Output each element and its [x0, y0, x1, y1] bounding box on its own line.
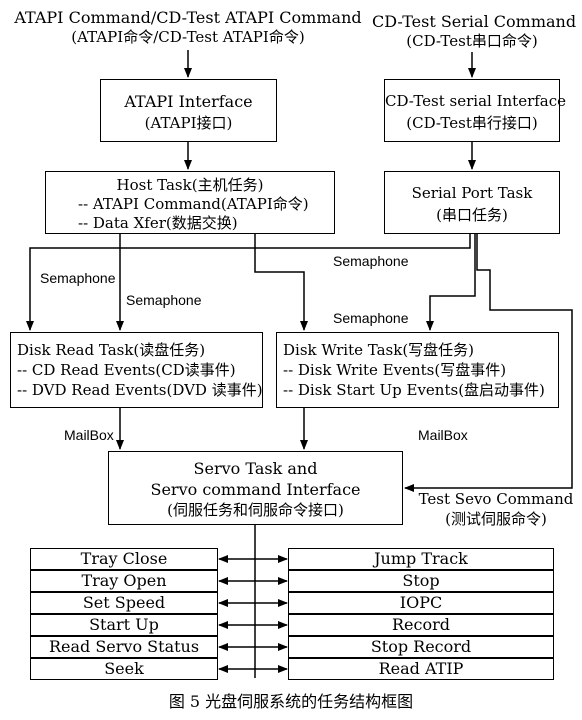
left-command-item: Start Up: [30, 614, 218, 636]
mailbox-label-left: MailBox: [64, 427, 114, 443]
serial-command-label-cn: (CD-Test串口命令): [406, 32, 538, 50]
atapi-interface-title: ATAPI Interface: [124, 92, 253, 111]
serial-port-task-box: Serial Port Task (串口任务): [384, 171, 560, 234]
right-command-item: IOPC: [288, 592, 554, 614]
right-command-item: Jump Track: [288, 548, 554, 570]
right-command-item: Record: [288, 614, 554, 636]
disk-read-task-box: Disk Read Task(读盘任务) -- CD Read Events(C…: [10, 332, 263, 408]
serial-port-task-title: Serial Port Task: [411, 184, 533, 202]
left-command-item: Seek: [30, 658, 218, 680]
disk-read-task-line2: -- DVD Read Events(DVD 读事件): [17, 381, 263, 399]
host-task-line2: -- Data Xfer(数据交换): [78, 214, 238, 232]
disk-write-task-box: Disk Write Task(写盘任务) -- Disk Write Even…: [276, 332, 559, 408]
figure-caption: 图 5 光盘伺服系统的任务结构框图: [168, 692, 414, 711]
left-command-item: Tray Open: [30, 570, 218, 592]
left-command-item: Read Servo Status: [30, 636, 218, 658]
atapi-command-label: ATAPI Command/CD-Test ATAPI Command: [14, 8, 362, 27]
semaphone-label-mid: Semaphone: [126, 292, 202, 308]
disk-write-task-line1: -- Disk Write Events(写盘事件): [283, 361, 507, 379]
disk-read-task-title: Disk Read Task(读盘任务): [17, 341, 206, 359]
semaphone-label-left: Semaphone: [40, 270, 116, 286]
servo-task-line3: (伺服任务和伺服命令接口): [167, 501, 344, 519]
serial-interface-subtitle: (CD-Test串行接口): [406, 114, 538, 132]
mailbox-label-right: MailBox: [418, 427, 468, 443]
left-command-item: Tray Close: [30, 548, 218, 570]
host-task-title: Host Task(主机任务): [116, 176, 264, 194]
right-command-item: Read ATIP: [288, 658, 554, 680]
right-command-item: Stop: [288, 570, 554, 592]
atapi-command-label-cn: (ATAPI命令/CD-Test ATAPI命令): [71, 28, 305, 46]
servo-task-box: Servo Task and Servo command Interface (…: [108, 451, 403, 525]
serial-port-task-subtitle: (串口任务): [436, 206, 508, 224]
test-servo-command-label: Test Sevo Command: [418, 490, 574, 508]
atapi-interface-box: ATAPI Interface (ATAPI接口): [100, 79, 277, 142]
semaphone-label-right-top: Semaphone: [333, 253, 409, 269]
host-task-box: Host Task(主机任务) -- ATAPI Command(ATAPI命令…: [45, 171, 335, 234]
atapi-interface-subtitle: (ATAPI接口): [144, 114, 233, 132]
disk-write-task-line2: -- Disk Start Up Events(盘启动事件): [283, 381, 545, 399]
disk-read-task-line1: -- CD Read Events(CD读事件): [17, 361, 236, 379]
servo-task-line1: Servo Task and: [193, 459, 318, 478]
right-command-item: Stop Record: [288, 636, 554, 658]
left-command-item: Set Speed: [30, 592, 218, 614]
serial-command-label: CD-Test Serial Command: [372, 12, 577, 31]
host-task-line1: -- ATAPI Command(ATAPI命令): [78, 195, 309, 213]
test-servo-command-label-cn: (测试伺服命令): [445, 510, 547, 528]
semaphone-label-right: Semaphone: [333, 310, 409, 326]
serial-interface-title: CD-Test serial Interface: [385, 92, 567, 110]
servo-task-line2: Servo command Interface: [150, 480, 361, 499]
disk-write-task-title: Disk Write Task(写盘任务): [283, 341, 475, 359]
serial-interface-box: CD-Test serial Interface (CD-Test串行接口): [384, 79, 567, 142]
